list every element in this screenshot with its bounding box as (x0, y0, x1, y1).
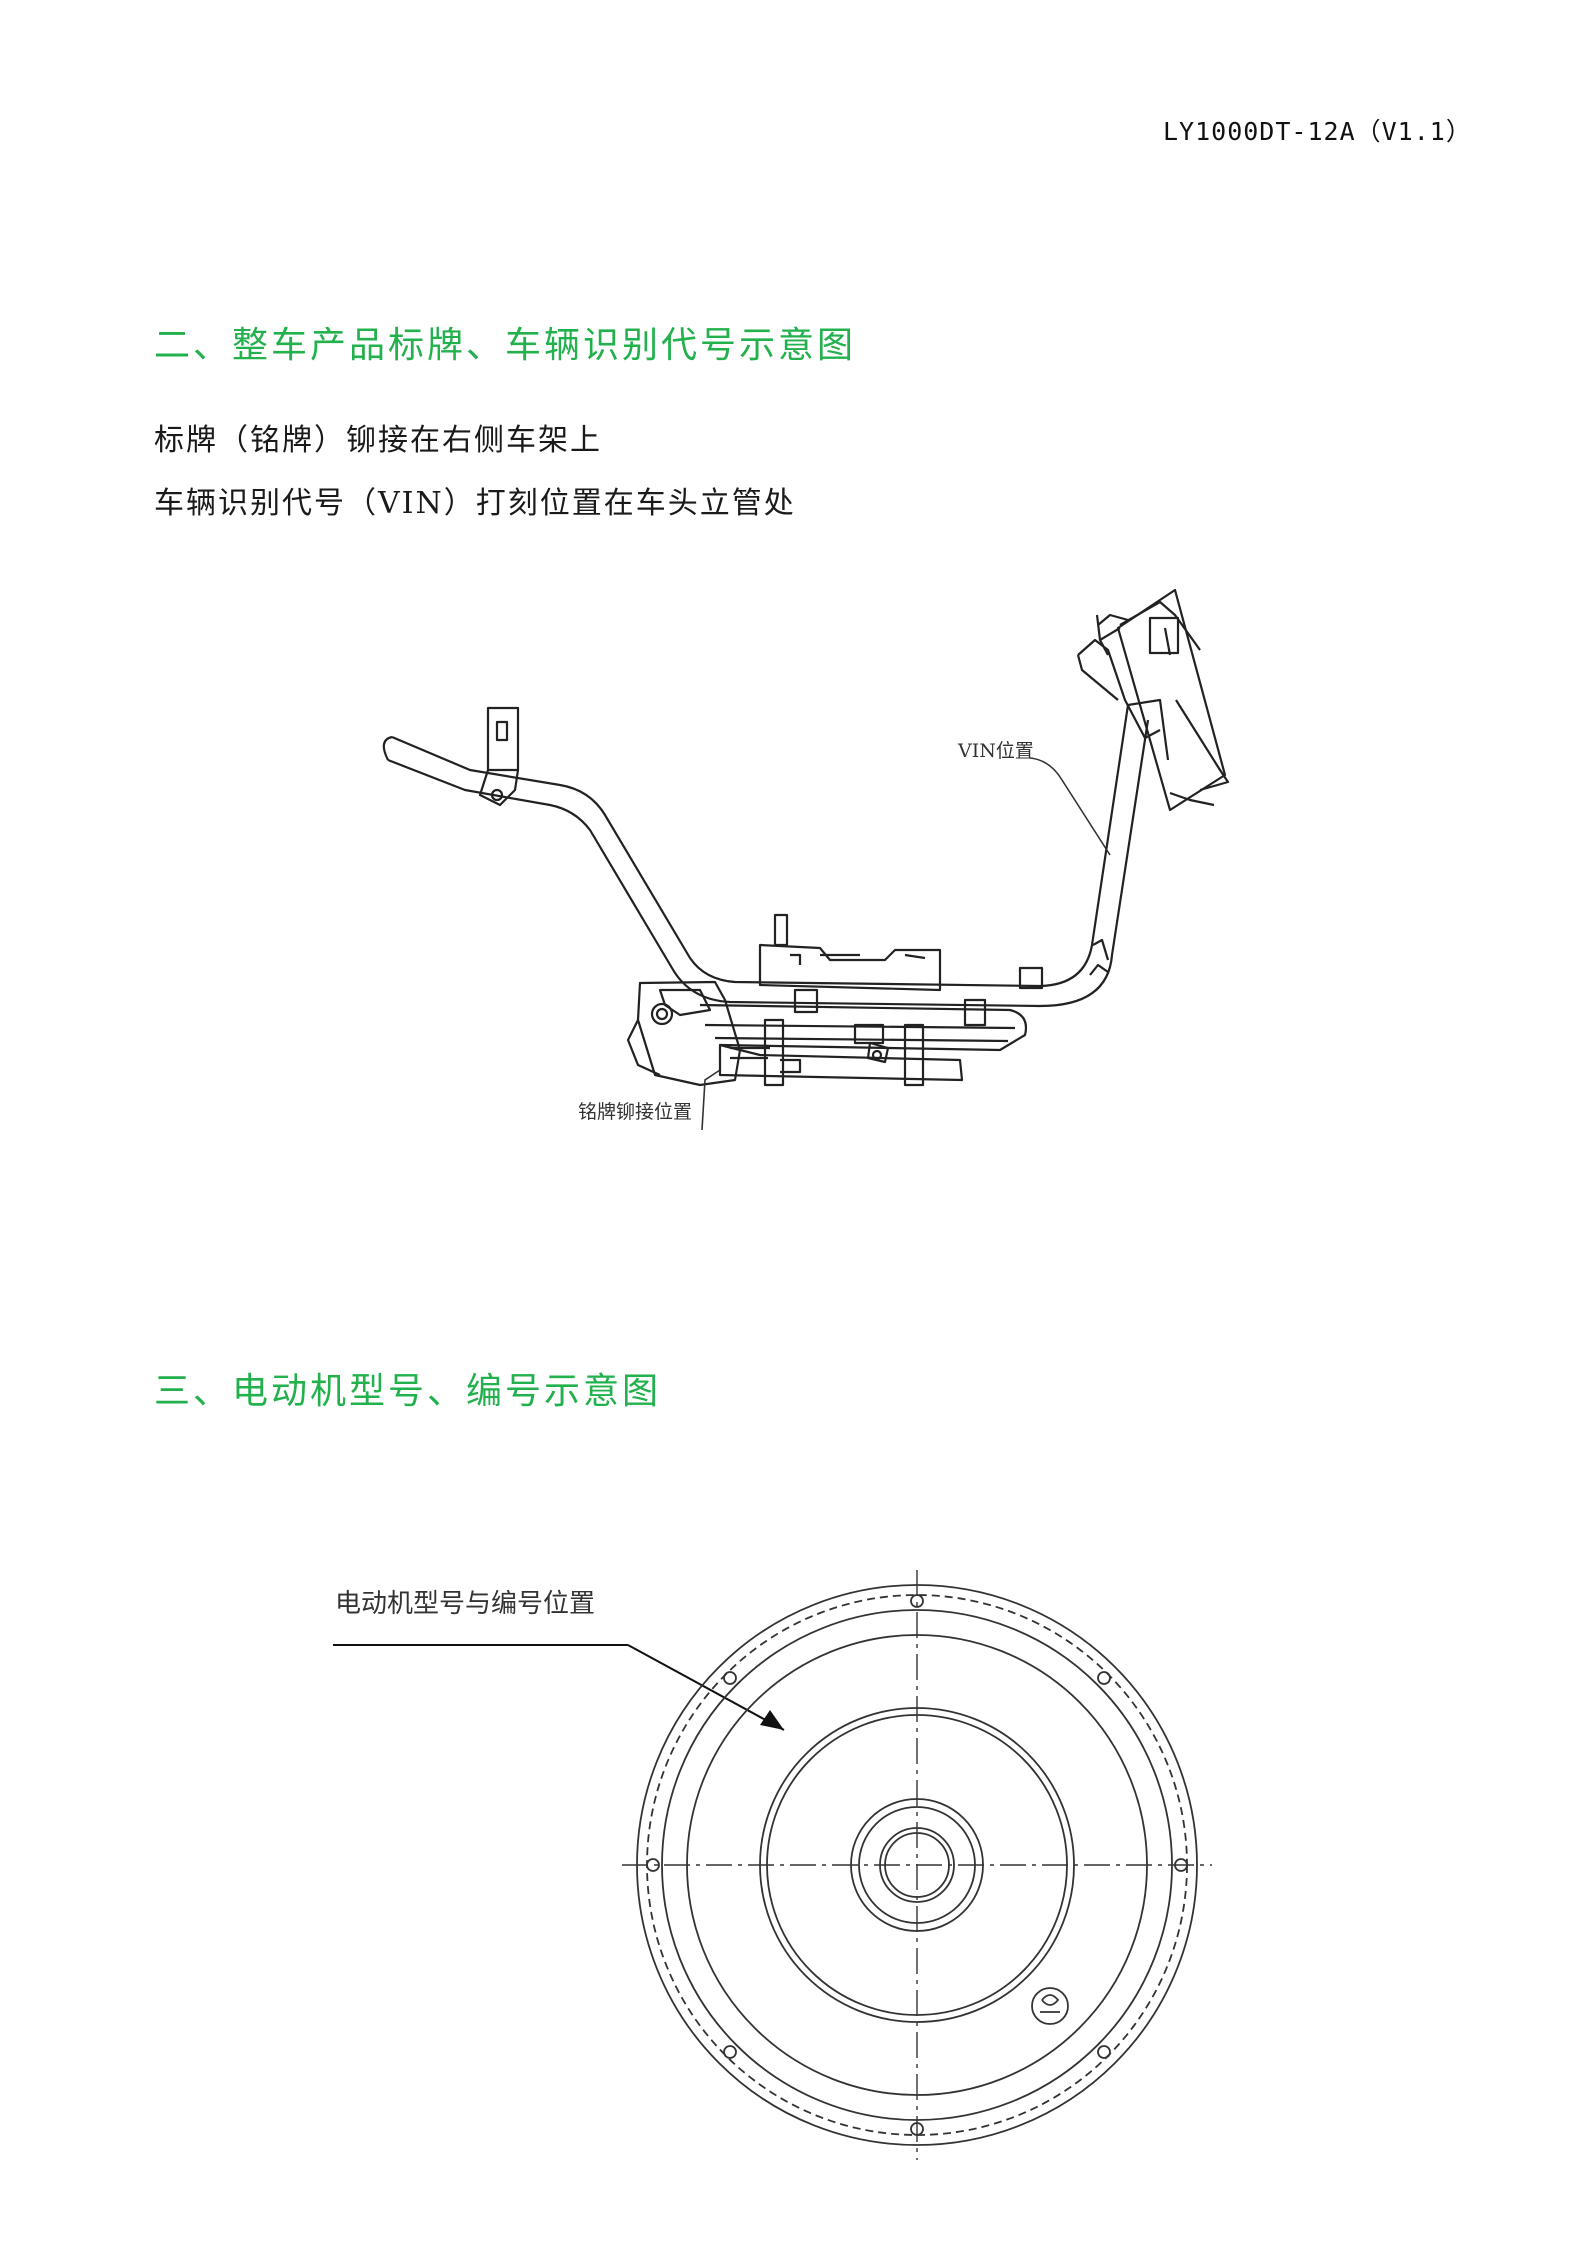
section-3-title: 三、电动机型号、编号示意图 (154, 1371, 662, 1412)
body-line-nameplate: 标牌（铭牌）铆接在右侧车架上 (154, 423, 602, 458)
body-line-vin: 车辆识别代号（VIN）打刻位置在车头立管处 (154, 486, 796, 521)
document-code: LY1000DT-12A（V1.1） (1163, 117, 1472, 146)
nameplate-location-label: 铭牌铆接位置 (578, 1101, 692, 1123)
vin-location-label: VIN位置 (957, 740, 1034, 762)
section-2-title: 二、整车产品标牌、车辆识别代号示意图 (154, 325, 857, 366)
frame-drawing: VIN位置 铭牌铆接位置 (382, 588, 1230, 1131)
motor-number-location-label: 电动机型号与编号位置 (335, 1589, 595, 1619)
